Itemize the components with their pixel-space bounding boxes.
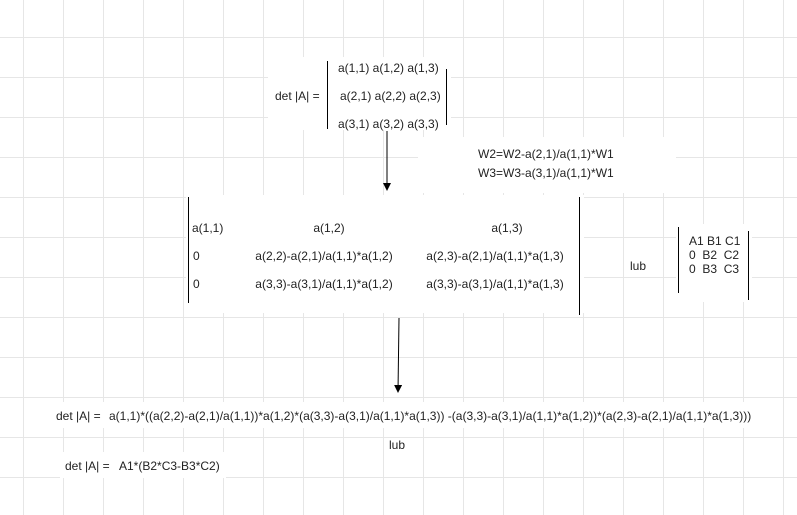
matrix-b-cell-3-1: 0 <box>193 277 200 291</box>
matrix-b-cell-1-3: a(1,3) <box>491 221 523 235</box>
det-label-short: det |A| = <box>65 459 110 473</box>
arrow-b-to-formula <box>394 317 403 393</box>
formula-short-panel <box>60 452 226 478</box>
row-op-2: W3=W3-a(3,1)/a(1,1)*W1 <box>478 166 614 180</box>
matrix-b-cell-1-1: a(1,1) <box>192 221 224 235</box>
matrix-a-right-bar <box>446 69 447 125</box>
matrix-c-row-2: 0 B2 C2 <box>689 248 740 262</box>
lub-right-label: lub <box>630 259 647 273</box>
matrix-b-cell-1-2: a(1,2) <box>313 221 345 235</box>
matrix-a-row-1: a(1,1) a(1,2) a(1,3) <box>338 61 439 75</box>
matrix-b-cell-2-2: a(2,2)-a(2,1)/a(1,1)*a(1,2) <box>255 249 393 263</box>
row-op-1: W2=W2-a(2,1)/a(1,1)*W1 <box>478 147 614 161</box>
lub-bottom-label: lub <box>389 438 406 452</box>
matrix-a-row-2: a(2,1) a(2,2) a(2,3) <box>340 89 441 103</box>
matrix-c-left-bar <box>678 227 679 293</box>
matrix-c-panel <box>676 224 752 302</box>
formula-full-expression: a(1,1)*((a(2,2)-a(2,1)/a(1,1))*a(1,2)*(a… <box>109 409 752 423</box>
matrix-c-row-3: 0 B3 C3 <box>689 262 740 276</box>
matrix-b-cell-3-3: a(3,3)-a(3,1)/a(1,1)*a(1,3) <box>426 277 564 291</box>
matrix-b-left-bar <box>188 197 189 303</box>
matrix-b-right-bar <box>579 197 580 315</box>
det-label-full: det |A| = <box>56 409 101 423</box>
matrix-b-cell-2-3: a(2,3)-a(2,1)/a(1,1)*a(1,3) <box>426 249 564 263</box>
matrix-b-panel <box>186 195 584 313</box>
formula-full-panel <box>50 402 756 428</box>
det-label-a: det |A| = <box>275 89 320 103</box>
matrix-c-right-bar <box>748 231 749 300</box>
matrix-b-cell-3-2: a(3,3)-a(3,1)/a(1,1)*a(1,2) <box>255 277 393 291</box>
matrix-b-cell-2-1: 0 <box>193 249 200 263</box>
matrix-a-panel <box>268 57 451 130</box>
matrix-c-row-1: A1 B1 C1 <box>689 234 741 248</box>
formula-short-expression: A1*(B2*C3-B3*C2) <box>119 459 220 473</box>
row-ops-panel <box>418 137 676 193</box>
matrix-a-row-3: a(3,1) a(3,2) a(3,3) <box>338 117 439 131</box>
matrix-a-left-bar <box>327 61 328 129</box>
